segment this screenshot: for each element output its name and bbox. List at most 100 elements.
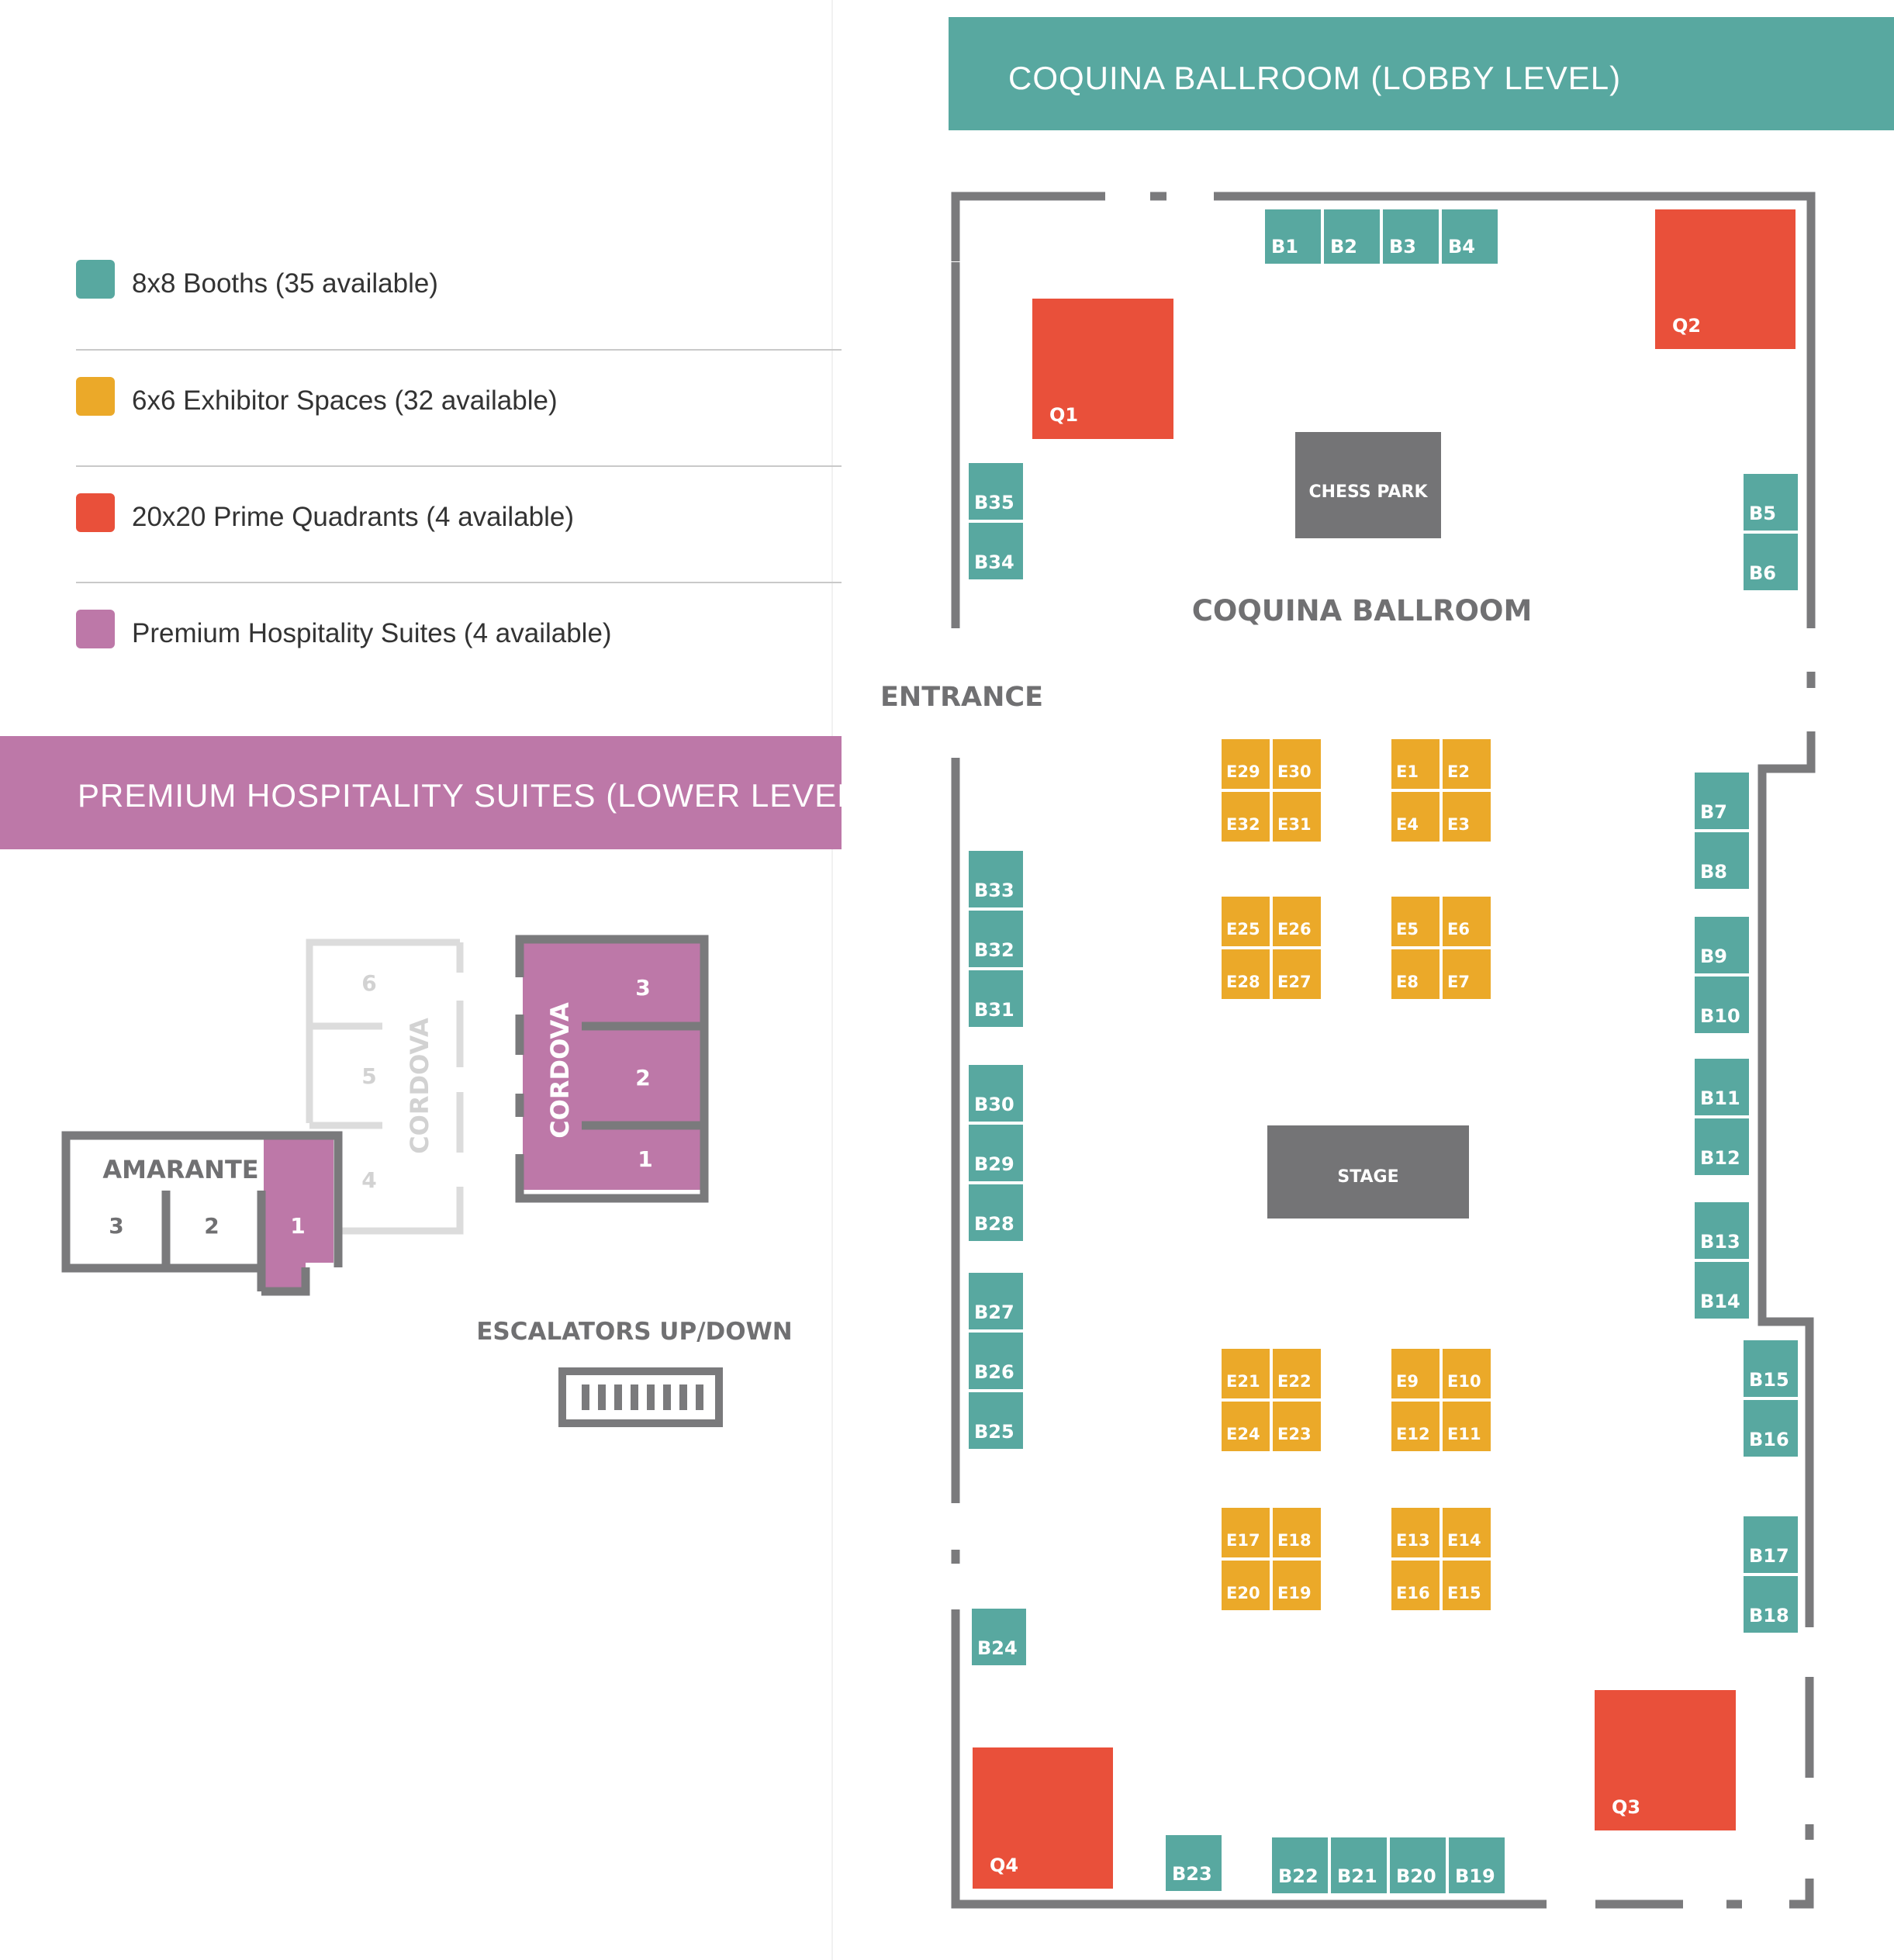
- booth-b29[interactable]: B29: [969, 1125, 1023, 1181]
- exhibitor-e27[interactable]: E27: [1273, 949, 1321, 999]
- svg-text:E8: E8: [1396, 973, 1419, 991]
- svg-text:E5: E5: [1396, 920, 1419, 939]
- svg-text:B18: B18: [1749, 1605, 1789, 1626]
- exhibitor-e25[interactable]: E25: [1222, 897, 1270, 946]
- booth-b10[interactable]: B10: [1695, 977, 1749, 1033]
- exhibitor-e32[interactable]: E32: [1222, 792, 1270, 842]
- booth-b13[interactable]: B13: [1695, 1202, 1749, 1259]
- exhibitor-e18[interactable]: E18: [1273, 1508, 1321, 1557]
- booth-b24[interactable]: B24: [972, 1609, 1026, 1665]
- exhibitor-e5[interactable]: E5: [1391, 897, 1440, 946]
- booth-b23[interactable]: B23: [1166, 1835, 1222, 1891]
- exhibitor-e31[interactable]: E31: [1273, 792, 1321, 842]
- svg-text:E30: E30: [1277, 762, 1312, 781]
- legend-swatch-teal: [76, 260, 115, 299]
- exhibitor-e4[interactable]: E4: [1391, 792, 1440, 842]
- quadrant-q2[interactable]: Q2: [1655, 209, 1795, 349]
- quadrant-q4[interactable]: Q4: [973, 1747, 1113, 1889]
- svg-text:B25: B25: [974, 1421, 1014, 1443]
- booth-b3[interactable]: B3: [1383, 209, 1439, 264]
- booth-b16[interactable]: B16: [1744, 1400, 1798, 1457]
- booth-b27[interactable]: B27: [969, 1273, 1023, 1329]
- booth-b19[interactable]: B19: [1449, 1837, 1505, 1893]
- booth-b28[interactable]: B28: [969, 1184, 1023, 1241]
- exhibitor-e16[interactable]: E16: [1391, 1561, 1440, 1610]
- booth-b32[interactable]: B32: [969, 911, 1023, 967]
- exhibitor-e23[interactable]: E23: [1273, 1402, 1321, 1451]
- svg-text:B14: B14: [1700, 1291, 1740, 1312]
- booth-b5[interactable]: B5: [1744, 474, 1798, 531]
- exhibitor-e12[interactable]: E12: [1391, 1402, 1440, 1451]
- exhibitor-e14[interactable]: E14: [1443, 1508, 1491, 1557]
- svg-text:B31: B31: [974, 999, 1014, 1021]
- booth-b20[interactable]: B20: [1390, 1837, 1446, 1893]
- exhibitor-e28[interactable]: E28: [1222, 949, 1270, 999]
- svg-text:B20: B20: [1396, 1865, 1436, 1887]
- cordova-suite-3[interactable]: 3: [635, 975, 650, 1001]
- exhibitor-e11[interactable]: E11: [1443, 1402, 1491, 1451]
- booth-b12[interactable]: B12: [1695, 1118, 1749, 1175]
- booth-b17[interactable]: B17: [1744, 1516, 1798, 1573]
- exhibitor-e24[interactable]: E24: [1222, 1402, 1270, 1451]
- cordova-suite-1[interactable]: 1: [638, 1146, 652, 1172]
- booth-b35[interactable]: B35: [969, 463, 1023, 520]
- exhibitor-e13[interactable]: E13: [1391, 1508, 1440, 1557]
- exhibitor-e26[interactable]: E26: [1273, 897, 1321, 946]
- exhibitor-e30[interactable]: E30: [1273, 739, 1321, 789]
- legend-item-quadrants: 20x20 Prime Quadrants (4 available): [76, 493, 574, 532]
- booth-b1[interactable]: B1: [1265, 209, 1321, 264]
- svg-text:E9: E9: [1396, 1372, 1419, 1391]
- exhibitor-e2[interactable]: E2: [1443, 739, 1491, 789]
- booth-b31[interactable]: B31: [969, 970, 1023, 1027]
- exhibitor-e6[interactable]: E6: [1443, 897, 1491, 946]
- exhibitor-e21[interactable]: E21: [1222, 1349, 1270, 1398]
- exhibitor-e17[interactable]: E17: [1222, 1508, 1270, 1557]
- exhibitor-e20[interactable]: E20: [1222, 1561, 1270, 1610]
- booth-b9[interactable]: B9: [1695, 917, 1749, 973]
- svg-text:B15: B15: [1749, 1369, 1789, 1391]
- booth-b22[interactable]: B22: [1272, 1837, 1328, 1893]
- booth-b21[interactable]: B21: [1331, 1837, 1387, 1893]
- booth-b14[interactable]: B14: [1695, 1262, 1749, 1319]
- exhibitor-e29[interactable]: E29: [1222, 739, 1270, 789]
- exhibitor-e22[interactable]: E22: [1273, 1349, 1321, 1398]
- svg-text:B26: B26: [974, 1361, 1014, 1383]
- chess-park[interactable]: CHESS PARK: [1295, 432, 1441, 538]
- booth-b11[interactable]: B11: [1695, 1059, 1749, 1115]
- booth-b34[interactable]: B34: [969, 523, 1023, 579]
- svg-text:B6: B6: [1749, 562, 1776, 584]
- cordova-room-4: 4: [361, 1167, 376, 1193]
- exhibitor-e7[interactable]: E7: [1443, 949, 1491, 999]
- svg-text:2: 2: [635, 1065, 650, 1091]
- svg-text:B12: B12: [1700, 1147, 1740, 1169]
- booth-b25[interactable]: B25: [969, 1392, 1023, 1449]
- cordova-suite-2[interactable]: 2: [635, 1065, 650, 1091]
- amarante-room-3: 3: [109, 1213, 123, 1239]
- booth-b33[interactable]: B33: [969, 851, 1023, 907]
- svg-text:B2: B2: [1330, 236, 1357, 258]
- exhibitor-e9[interactable]: E9: [1391, 1349, 1440, 1398]
- amarante-suite-1[interactable]: 1: [290, 1213, 305, 1239]
- booth-b15[interactable]: B15: [1744, 1340, 1798, 1397]
- exhibitor-e19[interactable]: E19: [1273, 1561, 1321, 1610]
- booth-b18[interactable]: B18: [1744, 1576, 1798, 1633]
- exhibitor-e15[interactable]: E15: [1443, 1561, 1491, 1610]
- svg-text:B35: B35: [974, 492, 1014, 513]
- svg-text:E27: E27: [1277, 973, 1312, 991]
- legend-label: 20x20 Prime Quadrants (4 available): [132, 502, 574, 532]
- quadrant-q3[interactable]: Q3: [1595, 1690, 1736, 1830]
- exhibitor-e8[interactable]: E8: [1391, 949, 1440, 999]
- exhibitor-e3[interactable]: E3: [1443, 792, 1491, 842]
- exhibitor-e1[interactable]: E1: [1391, 739, 1440, 789]
- booth-b6[interactable]: B6: [1744, 534, 1798, 590]
- exhibitor-e10[interactable]: E10: [1443, 1349, 1491, 1398]
- ballroom-name: COQUINA BALLROOM: [1192, 594, 1533, 627]
- booth-b30[interactable]: B30: [969, 1065, 1023, 1122]
- booth-b8[interactable]: B8: [1695, 832, 1749, 889]
- stage[interactable]: STAGE: [1267, 1125, 1469, 1219]
- booth-b7[interactable]: B7: [1695, 773, 1749, 829]
- booth-b4[interactable]: B4: [1442, 209, 1498, 264]
- quadrant-q1[interactable]: Q1: [1032, 299, 1173, 439]
- booth-b2[interactable]: B2: [1324, 209, 1380, 264]
- booth-b26[interactable]: B26: [969, 1333, 1023, 1389]
